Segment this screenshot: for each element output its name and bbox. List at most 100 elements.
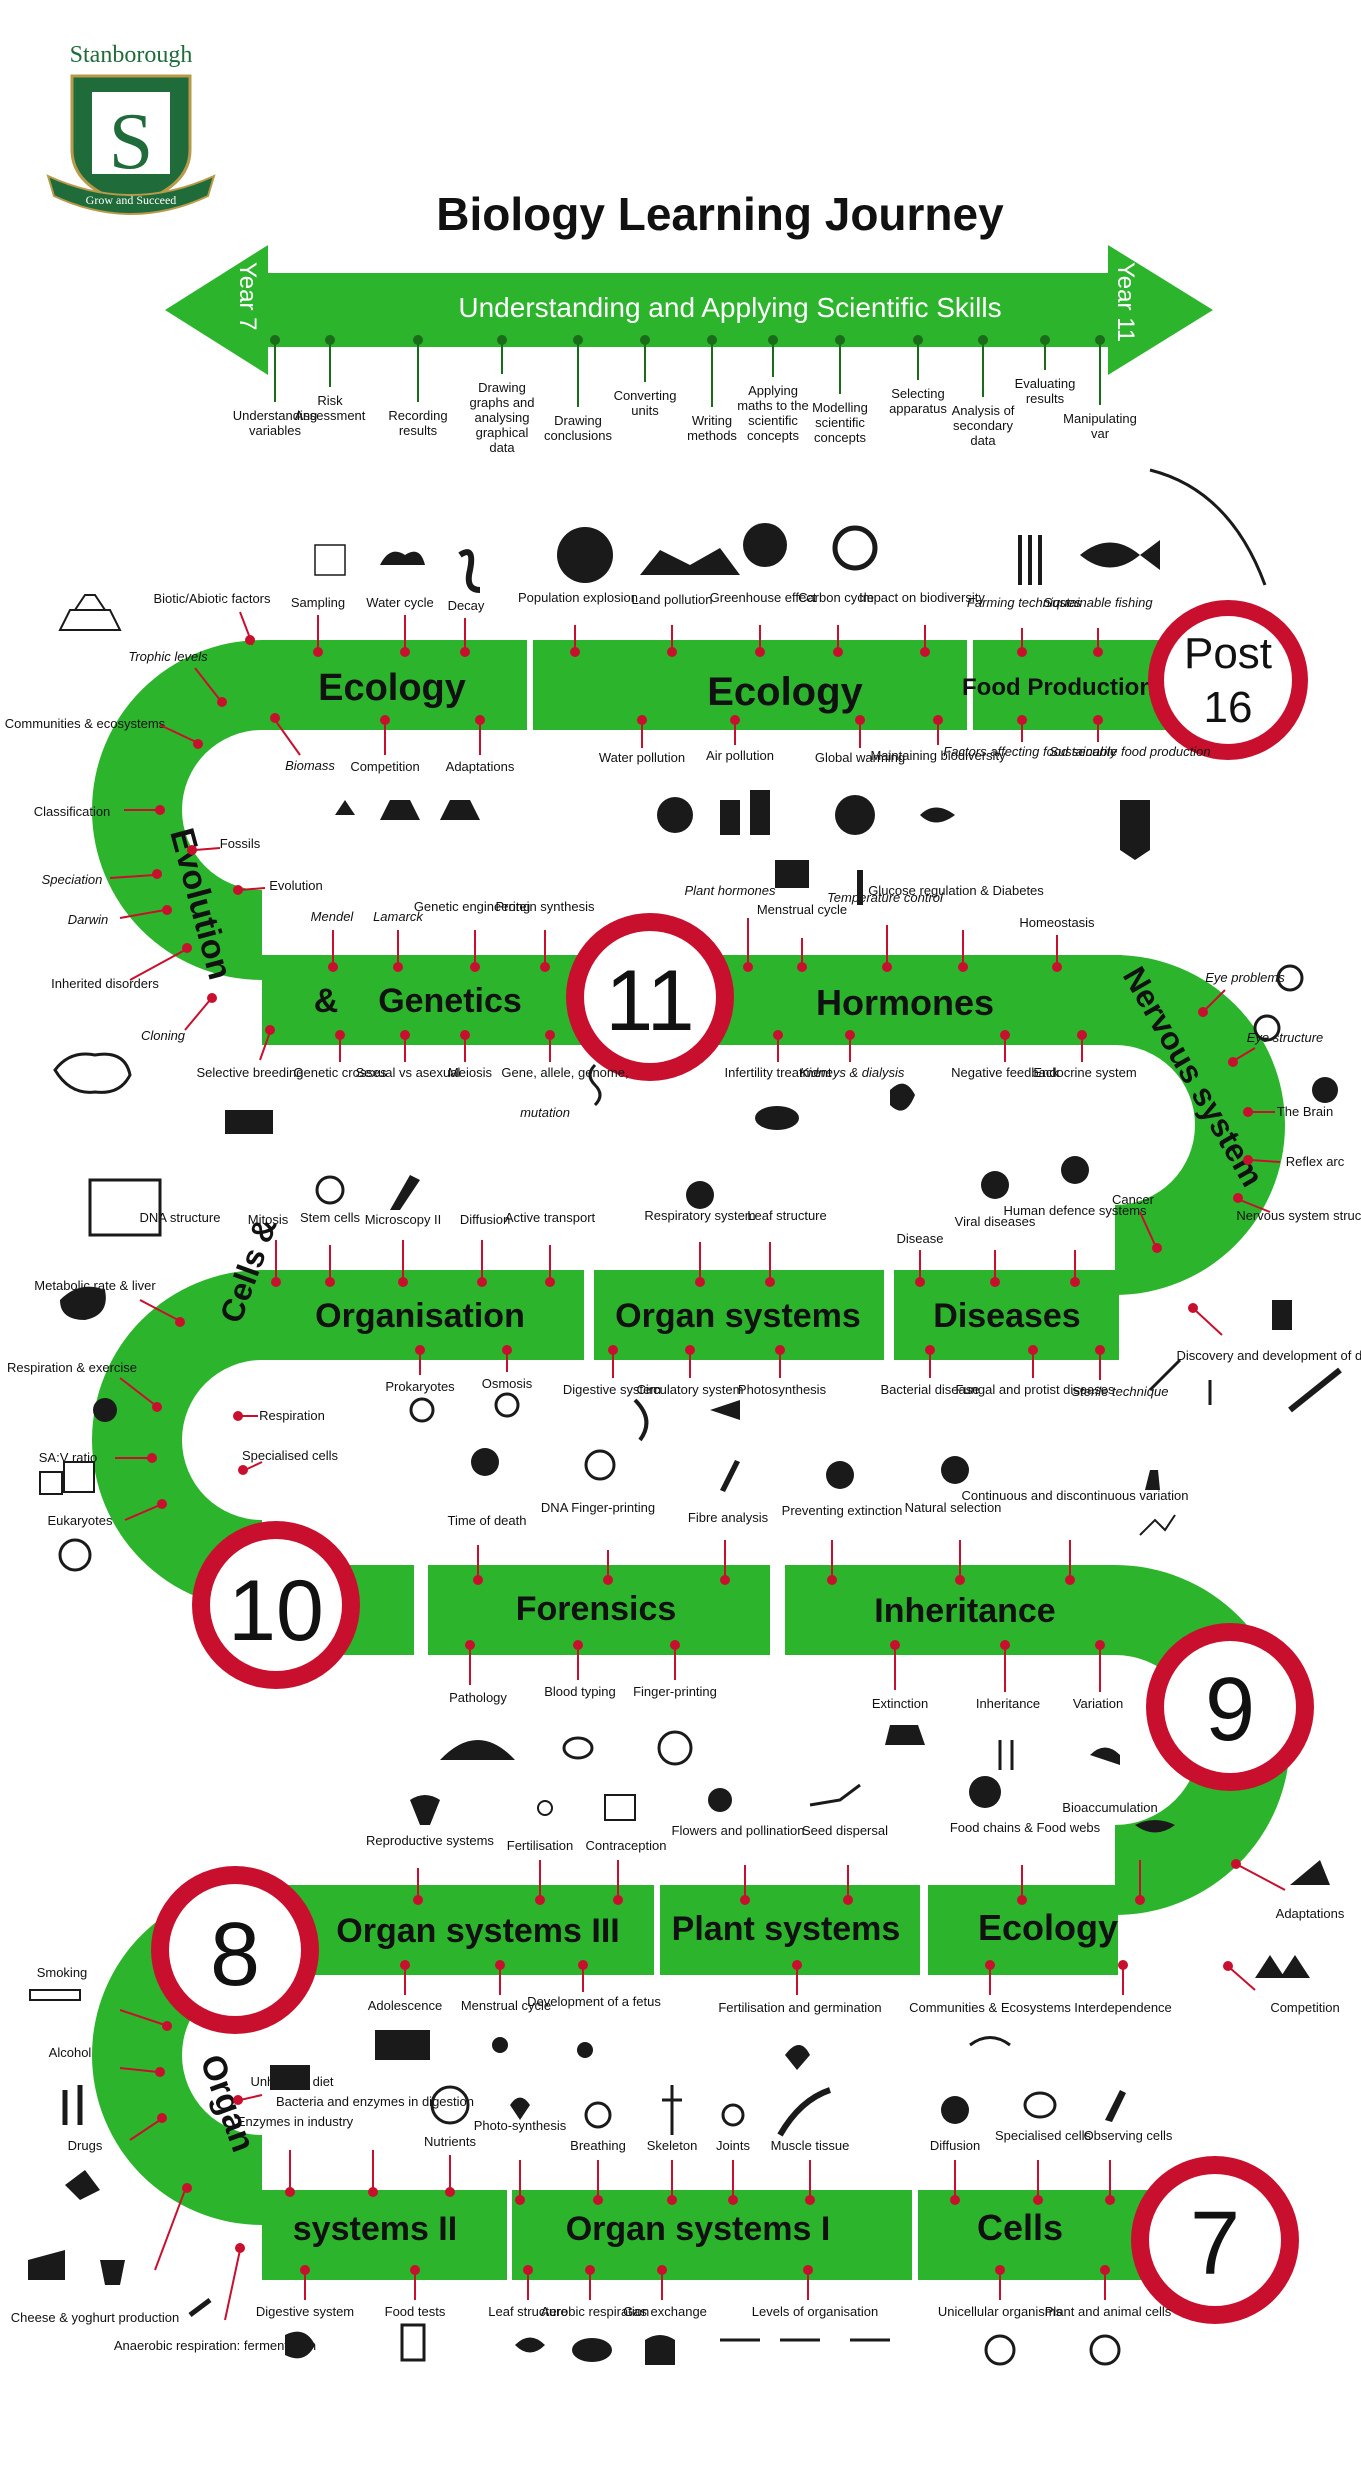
topic-digestive-1: Digestive system — [563, 1345, 661, 1397]
pathology-icon — [440, 1740, 515, 1760]
contraception-icon — [604, 1794, 636, 1821]
topic-carbon-cycle: Carbon cycle — [798, 590, 874, 657]
topic-extinction: Extinction — [872, 1640, 928, 1711]
topic-water-pollution: Water pollution — [599, 715, 685, 765]
worm-icon — [458, 549, 481, 593]
svg-text:Impact on biodiversity: Impact on biodiversity — [859, 590, 985, 605]
landfill-icon — [640, 548, 740, 575]
topic-food-chains: Food chains & Food webs — [950, 1820, 1101, 1905]
topic-plant-hormones: Plant hormones — [684, 883, 776, 972]
topic-disease: Disease — [897, 1231, 944, 1287]
globe-warming-icon — [835, 795, 875, 835]
topic-breathing: Breathing — [570, 2138, 626, 2205]
topic-speciation: Speciation — [42, 869, 162, 887]
topic-respiration: Respiration — [233, 1408, 325, 1423]
svg-text:Circulatory system: Circulatory system — [637, 1382, 744, 1397]
topic-food-tests: Food tests — [385, 2265, 446, 2319]
topic-impact-biodiversity: Impact on biodiversity — [859, 590, 985, 657]
svg-text:Sustainable food production: Sustainable food production — [1049, 744, 1210, 759]
topic-greenhouse: Greenhouse effect — [710, 590, 817, 657]
brain-icon — [1312, 1077, 1338, 1103]
topic-joints: Joints — [716, 2138, 750, 2205]
svg-text:Water pollution: Water pollution — [599, 750, 685, 765]
skill-pin — [835, 335, 845, 345]
bacteria-icon — [409, 1397, 435, 1423]
svg-text:Adaptations: Adaptations — [446, 759, 515, 774]
earth-heat-icon — [743, 523, 787, 567]
topic-mitosis: Mitosis — [248, 1212, 289, 1287]
topic-communities: Communities & ecosystems — [5, 716, 203, 749]
topic-prokaryotes: Prokaryotes — [385, 1345, 455, 1394]
svg-text:Cloning: Cloning — [141, 1028, 186, 1043]
rain-cloud-icon — [380, 551, 425, 565]
band-organisation: Organisation — [315, 1297, 525, 1335]
wheat-icon — [1018, 535, 1042, 585]
lungs-small-icon — [645, 2335, 675, 2365]
road-ecology-a — [262, 640, 527, 730]
topic-contraception: Contraception — [586, 1838, 667, 1905]
quadrat-icon — [314, 544, 346, 576]
bunsen-icon — [1148, 1358, 1212, 1405]
svg-text:Disease: Disease — [897, 1231, 944, 1246]
band-cells: Cells — [977, 2207, 1063, 2248]
topic-specialised-cells-1: Specialised cells — [238, 1448, 339, 1475]
road-diseases — [894, 1270, 1119, 1360]
lungs-icon — [686, 1181, 714, 1209]
svg-text:Digestive system: Digestive system — [563, 1382, 661, 1397]
topic-smoking: Smoking — [37, 1965, 172, 2031]
skeleton-icon — [662, 2085, 682, 2135]
svg-text:Diffusion: Diffusion — [930, 2138, 980, 2153]
sheep-icon — [53, 1052, 132, 1094]
svg-text:Cheese & yoghurt production: Cheese & yoghurt production — [11, 2310, 179, 2325]
svg-text:Biomass: Biomass — [285, 758, 335, 773]
topic-sterile: Sterile technique — [1072, 1345, 1169, 1399]
svg-text:Anaerobic respiration: ferment: Anaerobic respiration: fermentation — [114, 2338, 316, 2353]
svg-text:Sustainable fishing: Sustainable fishing — [1043, 595, 1153, 610]
pyramid-icon — [58, 594, 122, 631]
band-plant-systems: Plant systems — [672, 1910, 901, 1948]
topic-pathology: Pathology — [449, 1640, 507, 1705]
year11-arrow-label: Year 11 — [1112, 262, 1139, 342]
svg-text:Fertilisation and germination: Fertilisation and germination — [718, 2000, 881, 2015]
svg-text:Continuous and discontinuous v: Continuous and discontinuous variation — [962, 1488, 1189, 1503]
svg-text:Menstrual cycle: Menstrual cycle — [757, 902, 847, 917]
svg-text:Trophic levels: Trophic levels — [128, 649, 208, 664]
topic-biomass: Biomass — [270, 713, 335, 773]
road-bend-right-1 — [1115, 955, 1285, 1295]
svg-text:Specialised cells: Specialised cells — [995, 2128, 1092, 2143]
svg-text:10: 10 — [228, 1563, 324, 1659]
svg-text:Sterile technique: Sterile technique — [1072, 1384, 1169, 1399]
svg-text:7: 7 — [1190, 2194, 1240, 2294]
topic-population: Population explosion — [518, 590, 638, 657]
svg-text:Protein synthesis: Protein synthesis — [496, 899, 595, 914]
svg-text:Photosynthesis: Photosynthesis — [738, 1382, 827, 1397]
magnifier-icon — [584, 1449, 616, 1481]
skill-pin — [640, 335, 650, 345]
svg-text:Eukaryotes: Eukaryotes — [47, 1513, 113, 1528]
dinosaur-icon — [885, 1725, 925, 1745]
bioaccumulation-fish-icon — [1135, 1820, 1175, 1833]
topic-plant-animal-cells: Plant and animal cells — [1045, 2265, 1172, 2319]
cube-small-icon — [39, 1471, 63, 1495]
svg-text:Contraception: Contraception — [586, 1838, 667, 1853]
svg-text:Extinction: Extinction — [872, 1696, 928, 1711]
svg-text:Development of a fetus: Development of a fetus — [527, 1994, 661, 2009]
topic-dna-structure: DNA structure — [140, 1210, 221, 1225]
skill-pin — [978, 335, 988, 345]
topic-evolution: Evolution — [233, 878, 323, 895]
school-logo: Stanborough S Grow and Succeed — [46, 42, 216, 215]
svg-text:Enzymes in industry: Enzymes in industry — [237, 2114, 354, 2129]
svg-text:Inheritance: Inheritance — [976, 1696, 1040, 1711]
nutrients-icon — [430, 2085, 470, 2125]
topic-water-cycle: Water cycle — [366, 595, 434, 657]
topic-active-transport: Active transport — [505, 1210, 596, 1287]
topic-aerobic: Aerobic respiration — [541, 2265, 649, 2319]
svg-text:DNA structure: DNA structure — [140, 1210, 221, 1225]
stem-cell-icon — [315, 1175, 345, 1205]
road-organ-systems — [594, 1270, 884, 1360]
milestone-year7: 7 — [1131, 2156, 1299, 2324]
